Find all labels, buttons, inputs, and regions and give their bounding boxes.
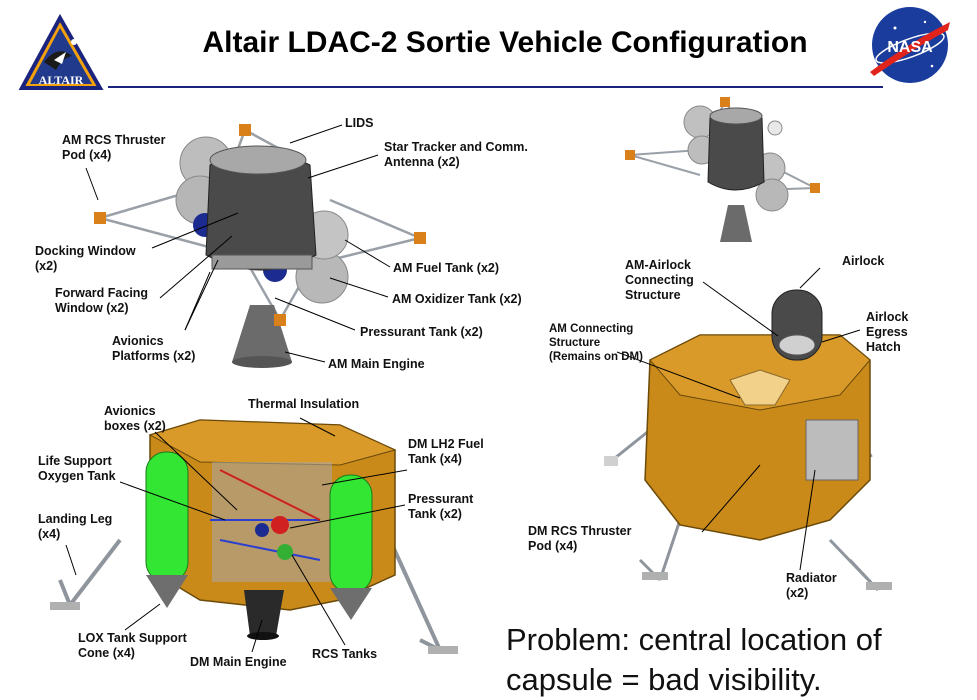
label-line: AM Main Engine: [328, 357, 425, 371]
label-lox-tank-cone: LOX Tank Support Cone (x4): [78, 631, 187, 661]
label-line: Airlock: [866, 310, 909, 324]
label-line: Hatch: [866, 340, 901, 354]
label-line: Star Tracker and Comm.: [384, 140, 528, 154]
page-title: Altair LDAC-2 Sortie Vehicle Configurati…: [202, 26, 808, 59]
label-rcs-tanks: RCS Tanks: [312, 647, 377, 662]
label-line: (x2): [786, 586, 809, 600]
label-line: RCS Tanks: [312, 647, 378, 661]
label-line: DM LH2 Fuel: [408, 437, 484, 451]
label-am-airlock-structure: AM-Airlock Connecting Structure: [625, 258, 694, 303]
label-line: (x4): [38, 527, 61, 541]
label-line: Pod (x4): [62, 148, 112, 162]
label-line: Window (x2): [55, 301, 129, 315]
label-line: Docking Window: [35, 244, 136, 258]
label-line: AM RCS Thruster: [62, 133, 166, 147]
label-line: Pressurant Tank (x2): [360, 325, 483, 339]
label-line: Life Support: [38, 454, 112, 468]
label-lids: LIDS: [345, 116, 373, 131]
label-line: AM Oxidizer Tank (x2): [392, 292, 522, 306]
label-line: Airlock: [842, 254, 885, 268]
label-landing-leg: Landing Leg (x4): [38, 512, 112, 542]
label-line: Platforms (x2): [112, 349, 196, 363]
label-avionics-boxes: Avionics boxes (x2): [104, 404, 166, 434]
label-line: Connecting: [625, 273, 694, 287]
label-line: Thermal Insulation: [248, 397, 360, 411]
label-forward-window: Forward Facing Window (x2): [55, 286, 148, 316]
label-star-tracker: Star Tracker and Comm. Antenna (x2): [384, 140, 528, 170]
label-line: Pod (x4): [528, 539, 578, 553]
ascent-module-small: [625, 97, 820, 242]
nasa-logo-text: NASA: [887, 39, 933, 56]
label-line: Egress: [866, 325, 908, 339]
descent-module-airlock: [604, 289, 892, 592]
label-line: Tank (x4): [408, 452, 462, 466]
problem-note: Problem: central location of capsule = b…: [506, 620, 882, 700]
label-dm-main-engine: DM Main Engine: [190, 655, 287, 670]
label-avionics-platforms: Avionics Platforms (x2): [112, 334, 195, 364]
label-line: Tank (x2): [408, 507, 462, 521]
label-am-main-engine: AM Main Engine: [328, 357, 425, 372]
label-radiator: Radiator (x2): [786, 571, 837, 601]
nasa-logo: NASA: [870, 7, 950, 83]
label-am-oxidizer-tank: AM Oxidizer Tank (x2): [392, 292, 522, 307]
label-line: (x2): [35, 259, 58, 273]
label-line: Avionics: [112, 334, 164, 348]
label-pressurant-tank-am: Pressurant Tank (x2): [360, 325, 483, 340]
label-life-support-oxygen: Life Support Oxygen Tank: [38, 454, 116, 484]
label-line: LIDS: [345, 116, 374, 130]
label-line: DM Main Engine: [190, 655, 287, 669]
label-airlock: Airlock: [842, 254, 884, 269]
title-divider: [108, 86, 883, 88]
label-am-fuel-tank: AM Fuel Tank (x2): [393, 261, 499, 276]
descent-module-cutaway: [50, 419, 458, 654]
ascent-module-large: [94, 124, 426, 368]
label-line: AM Fuel Tank (x2): [393, 261, 500, 275]
label-line: Landing Leg: [38, 512, 113, 526]
label-line: Oxygen Tank: [38, 469, 116, 483]
label-am-connecting-structure: AM Connecting Structure (Remains on DM): [549, 322, 643, 364]
label-line: Structure: [549, 337, 601, 349]
altair-logo: ALTAIR: [18, 13, 104, 90]
label-line: (Remains on DM): [549, 351, 643, 363]
label-line: LOX Tank Support: [78, 631, 187, 645]
label-am-rcs-pod: AM RCS Thruster Pod (x4): [62, 133, 165, 163]
label-line: Antenna (x2): [384, 155, 460, 169]
label-line: AM Connecting: [549, 323, 634, 335]
label-line: Cone (x4): [78, 646, 135, 660]
label-dm-lh2-tank: DM LH2 Fuel Tank (x4): [408, 437, 484, 467]
label-line: DM RCS Thruster: [528, 524, 632, 538]
altair-logo-text: ALTAIR: [39, 73, 84, 87]
label-line: AM-Airlock: [625, 258, 691, 272]
label-thermal-insulation: Thermal Insulation: [248, 397, 359, 412]
label-pressurant-tank-dm: Pressurant Tank (x2): [408, 492, 473, 522]
label-docking-window: Docking Window (x2): [35, 244, 136, 274]
note-line: capsule = bad visibility.: [506, 662, 822, 697]
leader-lines: [65, 124, 861, 653]
label-line: Forward Facing: [55, 286, 149, 300]
label-line: Avionics: [104, 404, 156, 418]
label-line: Pressurant: [408, 492, 474, 506]
label-line: Radiator: [786, 571, 837, 585]
label-line: Structure: [625, 288, 681, 302]
note-line: Problem: central location of: [506, 622, 882, 657]
label-line: boxes (x2): [104, 419, 166, 433]
label-airlock-egress-hatch: Airlock Egress Hatch: [866, 310, 908, 355]
label-dm-rcs-pod: DM RCS Thruster Pod (x4): [528, 524, 631, 554]
